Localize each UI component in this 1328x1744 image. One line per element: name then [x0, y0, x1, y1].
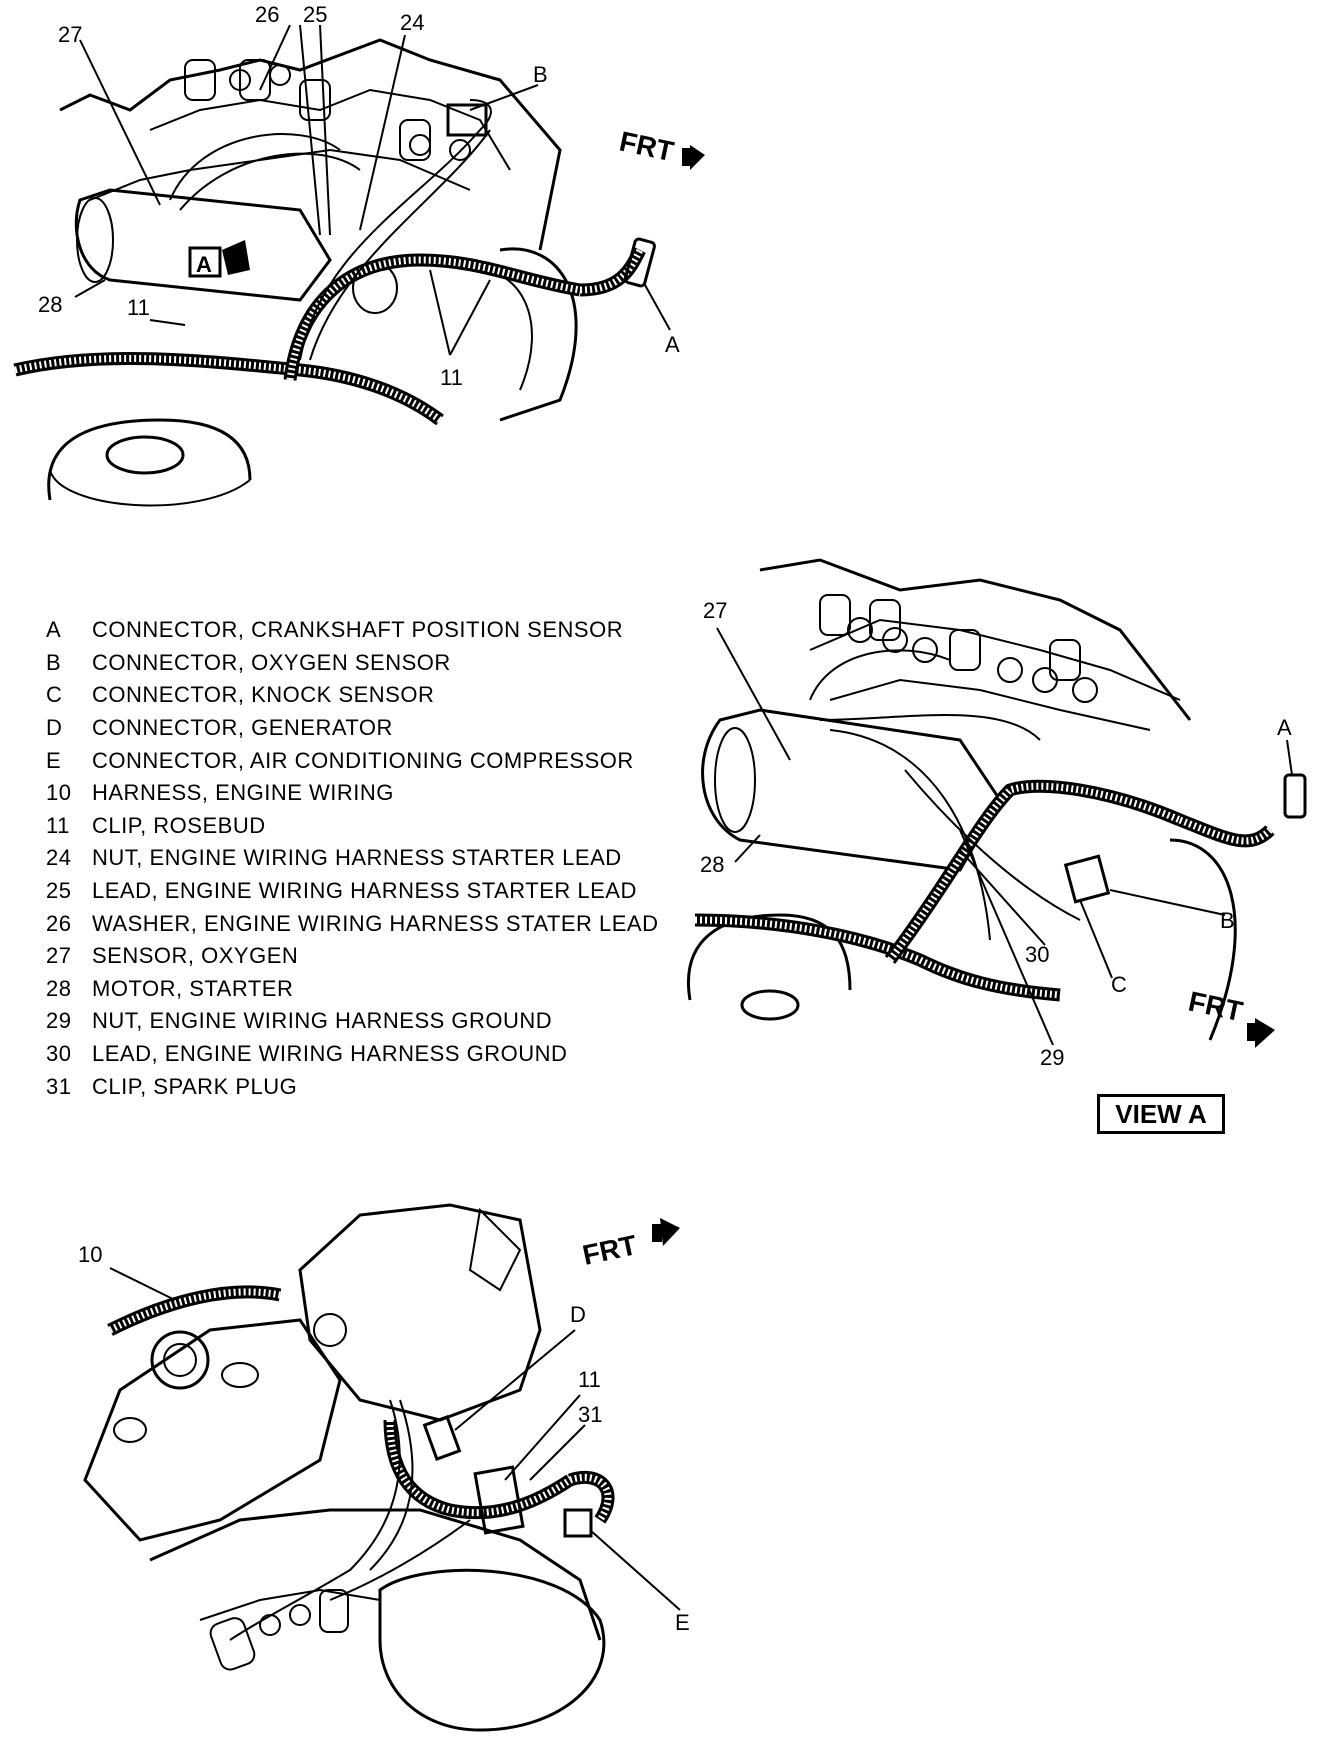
legend-key: 25 — [46, 878, 72, 904]
bottom-callout-D: D — [570, 1302, 586, 1327]
legend-key: A — [46, 617, 62, 643]
bottom-generator-illustration: FRT 10 D 11 31 E — [78, 1203, 690, 1732]
legend-text: NUT, ENGINE WIRING HARNESS GROUND — [92, 1008, 553, 1034]
legend-key: 27 — [46, 943, 72, 969]
parts-legend: A CONNECTOR, CRANKSHAFT POSITION SENSOR B… — [46, 614, 659, 1103]
callout-28: 28 — [38, 292, 62, 317]
bottom-callout-E: E — [675, 1610, 690, 1635]
callout-26: 26 — [255, 2, 279, 27]
legend-text: NUT, ENGINE WIRING HARNESS STARTER LEAD — [92, 845, 622, 871]
legend-key: 29 — [46, 1008, 72, 1034]
view-callout-C: C — [1111, 972, 1127, 997]
legend-text: LEAD, ENGINE WIRING HARNESS GROUND — [92, 1041, 568, 1067]
legend-key: 24 — [46, 845, 72, 871]
callout-25: 25 — [303, 2, 327, 27]
frt-label-top: FRT — [617, 126, 677, 168]
legend-item: 25 LEAD, ENGINE WIRING HARNESS STARTER LE… — [46, 875, 659, 908]
frt-label-bottom: FRT — [580, 1229, 640, 1271]
legend-item: C CONNECTOR, KNOCK SENSOR — [46, 679, 659, 712]
bottom-callout-31: 31 — [578, 1402, 602, 1427]
legend-text: WASHER, ENGINE WIRING HARNESS STATER LEA… — [92, 910, 659, 936]
legend-item: D CONNECTOR, GENERATOR — [46, 712, 659, 745]
legend-key: 30 — [46, 1041, 72, 1067]
legend-key: 28 — [46, 975, 72, 1001]
bottom-callout-10: 10 — [78, 1242, 102, 1267]
legend-text: CONNECTOR, AIR CONDITIONING COMPRESSOR — [92, 747, 634, 773]
legend-key: 31 — [46, 1073, 72, 1099]
frt-arrow-icon — [660, 1218, 680, 1246]
legend-text: CONNECTOR, OXYGEN SENSOR — [92, 649, 451, 675]
legend-text: CLIP, ROSEBUD — [92, 812, 266, 838]
legend-item: 24 NUT, ENGINE WIRING HARNESS STARTER LEA… — [46, 842, 659, 875]
legend-item: 28 MOTOR, STARTER — [46, 973, 659, 1006]
callout-B: B — [533, 62, 548, 87]
callout-27: 27 — [58, 22, 82, 47]
view-callout-27: 27 — [703, 598, 727, 623]
legend-text: CONNECTOR, CRANKSHAFT POSITION SENSOR — [92, 617, 624, 643]
frt-arrow-icon — [690, 145, 705, 170]
view-a-label: VIEW A — [1097, 1094, 1225, 1134]
legend-key: C — [46, 682, 63, 708]
legend-text: LEAD, ENGINE WIRING HARNESS STARTER LEAD — [92, 878, 637, 904]
legend-key: 11 — [46, 812, 70, 838]
legend-item: 27 SENSOR, OXYGEN — [46, 940, 659, 973]
callout-11-a: 11 — [127, 295, 150, 320]
frt-arrow-icon — [1255, 1018, 1275, 1048]
legend-key: D — [46, 715, 63, 741]
legend-item: 10 HARNESS, ENGINE WIRING — [46, 777, 659, 810]
view-a-illustration: FRT 27 A 28 B 30 C 29 — [687, 558, 1307, 1070]
legend-key: B — [46, 649, 62, 675]
legend-item: 11 CLIP, ROSEBUD — [46, 810, 659, 843]
legend-text: SENSOR, OXYGEN — [92, 943, 299, 969]
legend-item: B CONNECTOR, OXYGEN SENSOR — [46, 647, 659, 680]
top-engine-illustration: FRT 27 26 25 24 B A 28 11 11 A — [13, 2, 705, 507]
legend-text: HARNESS, ENGINE WIRING — [92, 780, 394, 806]
legend-item: E CONNECTOR, AIR CONDITIONING COMPRESSOR — [46, 744, 659, 777]
view-a-marker: A — [196, 252, 212, 277]
callout-11-b: 11 — [440, 365, 463, 390]
callout-A: A — [665, 332, 680, 357]
view-callout-B: B — [1220, 908, 1235, 933]
legend-item: 29 NUT, ENGINE WIRING HARNESS GROUND — [46, 1005, 659, 1038]
view-callout-30: 30 — [1025, 942, 1049, 967]
legend-item: 31 CLIP, SPARK PLUG — [46, 1070, 659, 1103]
legend-item: A CONNECTOR, CRANKSHAFT POSITION SENSOR — [46, 614, 659, 647]
legend-text: CONNECTOR, KNOCK SENSOR — [92, 682, 435, 708]
legend-key: E — [46, 747, 62, 773]
legend-text: CONNECTOR, GENERATOR — [92, 715, 393, 741]
legend-text: MOTOR, STARTER — [92, 975, 294, 1001]
legend-key: 26 — [46, 910, 72, 936]
frt-label-view-a: FRT — [1186, 986, 1246, 1028]
legend-item: 26 WASHER, ENGINE WIRING HARNESS STATER L… — [46, 907, 659, 940]
view-callout-28: 28 — [700, 852, 724, 877]
callout-24: 24 — [400, 10, 424, 35]
legend-text: CLIP, SPARK PLUG — [92, 1073, 298, 1099]
view-callout-A: A — [1277, 715, 1292, 740]
legend-item: 30 LEAD, ENGINE WIRING HARNESS GROUND — [46, 1038, 659, 1071]
legend-key: 10 — [46, 780, 72, 806]
bottom-callout-11: 11 — [578, 1367, 601, 1392]
view-callout-29: 29 — [1040, 1045, 1064, 1070]
